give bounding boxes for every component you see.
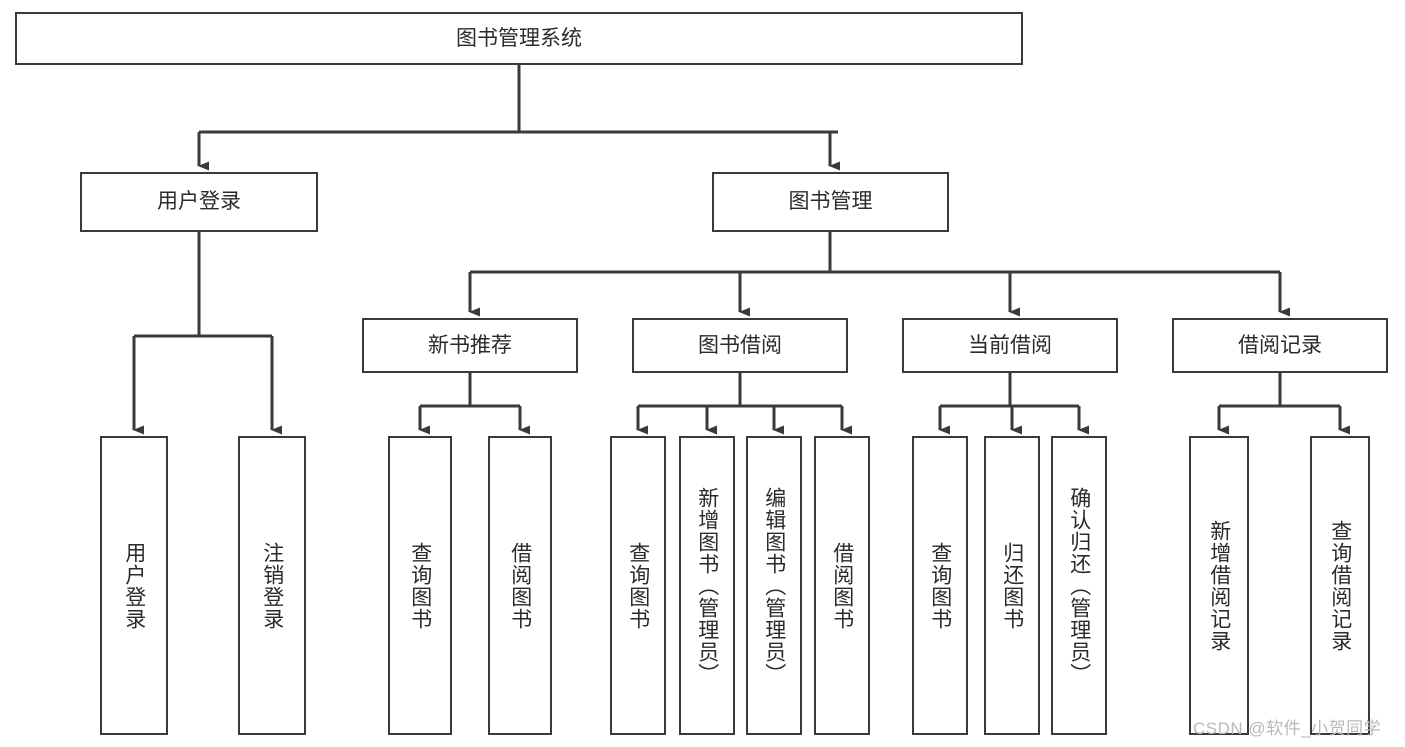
node-leaf-return-books[interactable]: 归还图书 <box>984 436 1040 735</box>
node-leaf-confirm-return-admin[interactable]: 确认归还（管理员） <box>1051 436 1107 735</box>
node-level1-user-login[interactable]: 用户登录 <box>80 172 318 232</box>
node-level2-current-borrow[interactable]: 当前借阅 <box>902 318 1118 373</box>
node-leaf-logout-label: 注销登录 <box>260 541 284 630</box>
node-leaf-return-books-label: 归还图书 <box>1000 541 1024 630</box>
node-level2-new-book-recommend-label: 新书推荐 <box>428 333 512 357</box>
node-level2-new-book-recommend[interactable]: 新书推荐 <box>362 318 578 373</box>
node-leaf-borrow-books-recommend[interactable]: 借阅图书 <box>488 436 552 735</box>
node-leaf-borrow-books[interactable]: 借阅图书 <box>814 436 870 735</box>
node-leaf-query-borrow-record[interactable]: 查询借阅记录 <box>1310 436 1370 735</box>
node-level2-borrow-records-label: 借阅记录 <box>1238 333 1322 357</box>
node-level2-borrow-records[interactable]: 借阅记录 <box>1172 318 1388 373</box>
node-leaf-query-books-borrow[interactable]: 查询图书 <box>610 436 666 735</box>
csdn-watermark: CSDN @软件_小贺同学 <box>1193 719 1382 738</box>
node-leaf-add-borrow-record-label: 新增借阅记录 <box>1207 519 1231 652</box>
node-level2-current-borrow-label: 当前借阅 <box>968 333 1052 357</box>
node-root[interactable]: 图书管理系统 <box>15 12 1023 65</box>
node-leaf-query-borrow-record-label: 查询借阅记录 <box>1328 519 1352 652</box>
node-leaf-edit-book-admin[interactable]: 编辑图书（管理员） <box>746 436 802 735</box>
node-leaf-edit-book-admin-label: 编辑图书（管理员） <box>762 486 786 685</box>
node-leaf-user-login-label: 用户登录 <box>122 541 146 630</box>
node-leaf-borrow-books-label: 借阅图书 <box>830 541 854 630</box>
node-leaf-add-book-admin-label: 新增图书（管理员） <box>695 486 719 685</box>
node-leaf-add-book-admin[interactable]: 新增图书（管理员） <box>679 436 735 735</box>
node-root-label: 图书管理系统 <box>456 26 582 50</box>
node-level2-book-borrow[interactable]: 图书借阅 <box>632 318 848 373</box>
node-level1-book-management[interactable]: 图书管理 <box>712 172 949 232</box>
node-level2-book-borrow-label: 图书借阅 <box>698 333 782 357</box>
node-leaf-logout[interactable]: 注销登录 <box>238 436 306 735</box>
node-leaf-query-books-current[interactable]: 查询图书 <box>912 436 968 735</box>
node-leaf-confirm-return-admin-label: 确认归还（管理员） <box>1067 486 1091 685</box>
node-leaf-query-books-recommend-label: 查询图书 <box>408 541 432 630</box>
node-level1-book-management-label: 图书管理 <box>788 190 873 214</box>
node-leaf-query-books-current-label: 查询图书 <box>928 541 952 630</box>
node-leaf-query-books-recommend[interactable]: 查询图书 <box>388 436 452 735</box>
node-leaf-borrow-books-recommend-label: 借阅图书 <box>508 541 532 630</box>
node-leaf-query-books-borrow-label: 查询图书 <box>626 541 650 630</box>
node-level1-user-login-label: 用户登录 <box>157 190 241 214</box>
node-leaf-user-login[interactable]: 用户登录 <box>100 436 168 735</box>
node-leaf-add-borrow-record[interactable]: 新增借阅记录 <box>1189 436 1249 735</box>
